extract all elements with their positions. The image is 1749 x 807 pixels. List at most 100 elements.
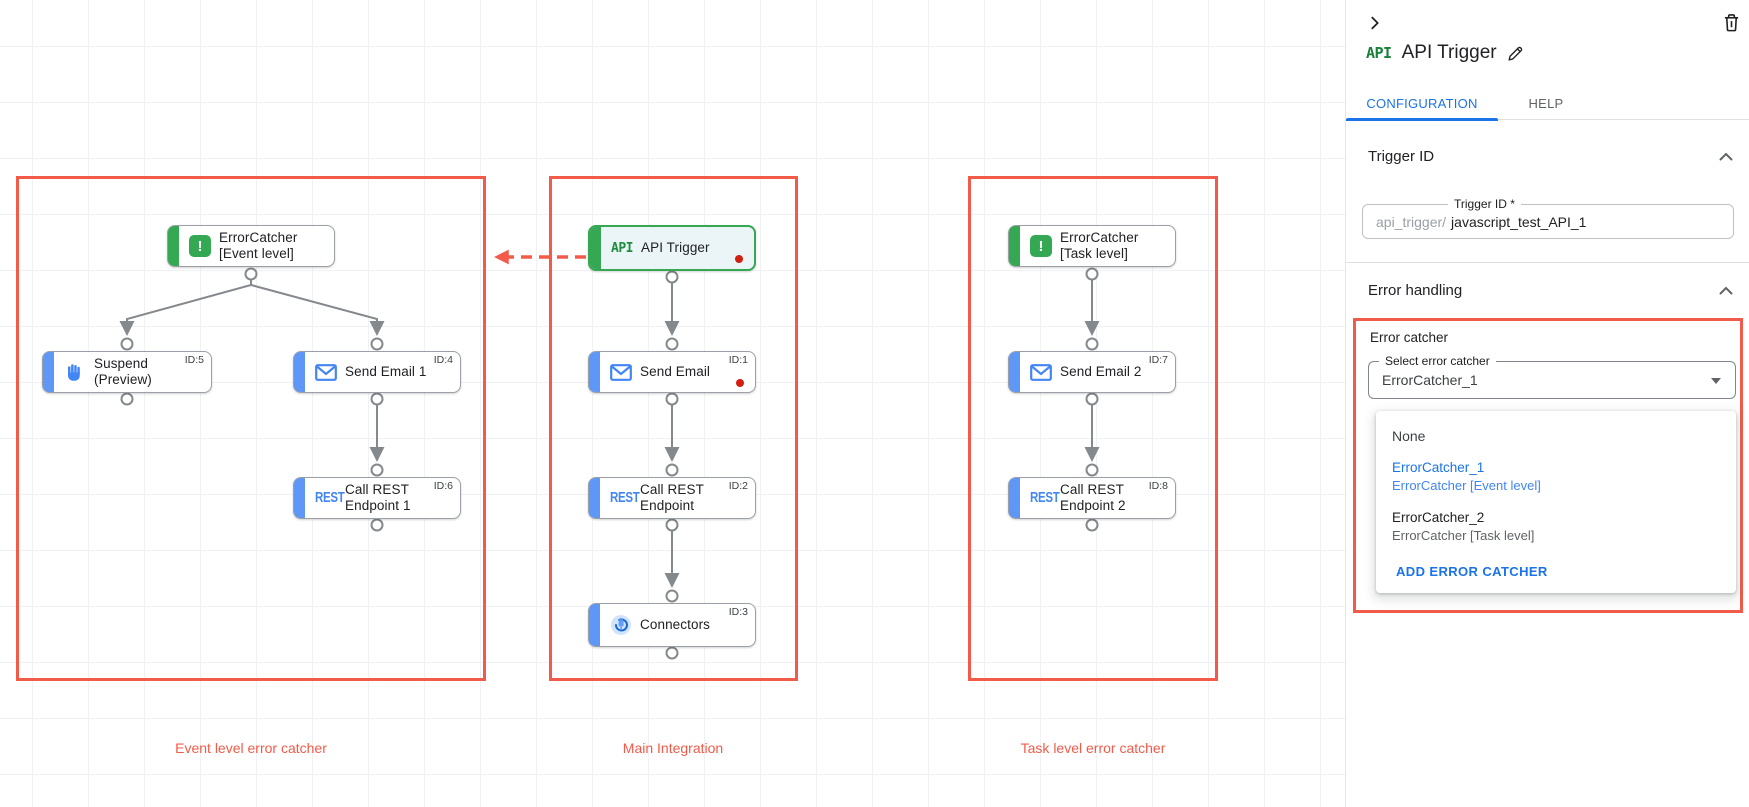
trigger-id-field-label: Trigger ID *	[1448, 197, 1521, 211]
node-accent-tab	[589, 352, 600, 392]
node-label: Send Email	[640, 364, 711, 380]
panel-tabs: CONFIGURATION HELP	[1346, 86, 1749, 121]
node-label: ErrorCatcher [Event level]	[219, 230, 298, 261]
node-id-badge: ID:3	[728, 606, 748, 618]
workflow-canvas[interactable]: Event level error catcher Main Integrati…	[0, 0, 1345, 807]
rest-icon: REST	[1030, 490, 1060, 506]
node-accent-tab	[294, 478, 305, 518]
node-id-badge: ID:4	[433, 354, 453, 366]
rest-icon: REST	[315, 490, 345, 506]
error-dot	[735, 255, 743, 263]
node-send-email-2[interactable]: Send Email 2 ID:7	[1008, 351, 1176, 393]
node-call-rest-endpoint-1[interactable]: REST Call REST Endpoint 1 ID:6	[293, 477, 461, 519]
menu-option-none[interactable]: None	[1392, 428, 1426, 444]
node-accent-tab	[43, 352, 54, 392]
tab-help[interactable]: HELP	[1498, 86, 1594, 120]
section-title-error-handling: Error handling	[1368, 282, 1463, 299]
node-accent-tab	[1009, 478, 1020, 518]
api-icon: API	[611, 240, 633, 256]
select-error-catcher-value: ErrorCatcher_1	[1382, 372, 1478, 388]
node-connectors[interactable]: Connectors ID:3	[588, 603, 756, 647]
option-description: ErrorCatcher [Task level]	[1392, 527, 1535, 543]
node-accent-tab	[294, 352, 305, 392]
node-label: Call REST Endpoint 2	[1060, 482, 1126, 513]
tab-configuration-label: CONFIGURATION	[1366, 95, 1478, 111]
node-accent-tab	[590, 227, 601, 269]
dropdown-arrow-icon	[1711, 378, 1721, 384]
select-error-catcher-label: Select error catcher	[1379, 354, 1496, 368]
tab-help-label: HELP	[1528, 95, 1564, 111]
node-label: Connectors	[640, 617, 711, 633]
email-icon	[1030, 363, 1060, 381]
add-error-catcher-button[interactable]: ADD ERROR CATCHER	[1396, 563, 1548, 579]
chevron-up-icon	[1719, 152, 1733, 160]
error-dot	[736, 379, 744, 387]
panel-title: API Trigger	[1401, 42, 1497, 63]
node-label: Send Email 1	[345, 364, 427, 380]
connectors-icon	[610, 614, 640, 636]
error-catcher-icon: !	[189, 235, 219, 257]
collapse-panel-button[interactable]	[1362, 10, 1388, 36]
node-label: Suspend (Preview)	[94, 356, 152, 387]
edit-pencil-icon[interactable]	[1507, 45, 1524, 62]
node-id-badge: ID:7	[1148, 354, 1168, 366]
node-accent-tab	[589, 478, 600, 518]
node-id-badge: ID:6	[433, 480, 453, 492]
node-id-badge: ID:2	[728, 480, 748, 492]
delete-trigger-button[interactable]	[1718, 9, 1744, 35]
error-catcher-group-label: Error catcher	[1370, 330, 1449, 345]
node-id-badge: ID:5	[184, 354, 204, 366]
trigger-id-field[interactable]: Trigger ID * api_trigger/ javascript_tes…	[1362, 197, 1734, 239]
group-box-main-integration	[549, 176, 798, 681]
error-catcher-annotation-box: Error catcher Select error catcher Error…	[1353, 318, 1743, 613]
option-name: ErrorCatcher_2	[1392, 509, 1485, 525]
collapse-section-error-handling[interactable]	[1715, 279, 1737, 301]
trigger-id-prefix: api_trigger/	[1376, 213, 1447, 230]
chevron-right-icon	[1371, 16, 1379, 30]
email-icon	[610, 363, 640, 381]
trash-icon	[1724, 13, 1738, 31]
active-tab-underline	[1346, 118, 1498, 121]
error-catcher-dropdown-menu: None ErrorCatcher_1 ErrorCatcher [Event …	[1376, 411, 1736, 593]
node-call-rest-endpoint[interactable]: REST Call REST Endpoint ID:2	[588, 477, 756, 519]
group-label-task-level: Task level error catcher	[1020, 740, 1166, 756]
section-title-trigger-id: Trigger ID	[1368, 148, 1435, 165]
tab-configuration[interactable]: CONFIGURATION	[1346, 86, 1498, 121]
node-label: ErrorCatcher [Task level]	[1060, 230, 1139, 261]
group-label-main-integration: Main Integration	[622, 740, 724, 756]
collapse-section-trigger-id[interactable]	[1715, 145, 1737, 167]
select-error-catcher[interactable]: Select error catcher ErrorCatcher_1	[1368, 354, 1736, 399]
node-id-badge: ID:1	[728, 354, 748, 366]
node-send-email-1[interactable]: Send Email 1 ID:4	[293, 351, 461, 393]
node-api-trigger[interactable]: API API Trigger	[588, 225, 756, 271]
node-errorcatcher-task-level[interactable]: ! ErrorCatcher [Task level]	[1008, 225, 1176, 267]
group-label-event-level: Event level error catcher	[175, 740, 327, 756]
error-catcher-icon: !	[1030, 235, 1060, 257]
config-panel: API API Trigger CONFIGURATION HELP Trigg…	[1345, 0, 1749, 807]
group-box-task-level	[968, 176, 1218, 681]
trigger-id-value[interactable]: javascript_test_API_1	[1451, 213, 1587, 230]
node-label: API Trigger	[641, 240, 710, 256]
node-id-badge: ID:8	[1148, 480, 1168, 492]
node-label: Call REST Endpoint	[640, 482, 704, 513]
node-errorcatcher-event-level[interactable]: ! ErrorCatcher [Event level]	[167, 225, 335, 267]
node-send-email[interactable]: Send Email ID:1	[588, 351, 756, 393]
node-accent-tab	[1009, 226, 1020, 266]
rest-icon: REST	[610, 490, 640, 506]
node-accent-tab	[1009, 352, 1020, 392]
node-label: Call REST Endpoint 1	[345, 482, 411, 513]
node-call-rest-endpoint-2[interactable]: REST Call REST Endpoint 2 ID:8	[1008, 477, 1176, 519]
menu-option-errorcatcher-1[interactable]: ErrorCatcher_1 ErrorCatcher [Event level…	[1376, 452, 1736, 502]
hand-icon	[64, 362, 94, 382]
node-label: Send Email 2	[1060, 364, 1142, 380]
node-accent-tab	[168, 226, 179, 266]
group-box-event-level	[16, 176, 486, 681]
option-description: ErrorCatcher [Event level]	[1392, 478, 1541, 494]
chevron-up-icon	[1719, 286, 1733, 294]
section-divider	[1346, 262, 1749, 263]
node-suspend-preview[interactable]: Suspend (Preview) ID:5	[42, 351, 212, 393]
api-badge-icon: API	[1366, 44, 1392, 62]
option-name: ErrorCatcher_1	[1392, 460, 1485, 475]
menu-option-errorcatcher-2[interactable]: ErrorCatcher_2 ErrorCatcher [Task level]	[1376, 502, 1736, 552]
